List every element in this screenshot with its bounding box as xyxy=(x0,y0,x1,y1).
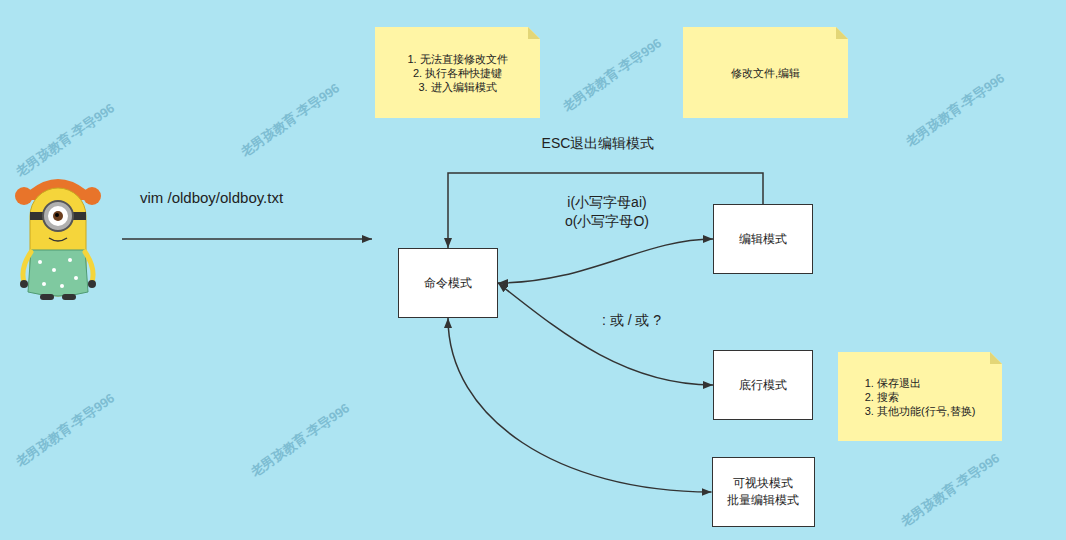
open-file-arrow xyxy=(122,238,372,240)
connector xyxy=(498,283,713,385)
text-group: 底行模式 xyxy=(739,377,787,394)
watermark: 老男孩教育-李导996 xyxy=(897,449,1004,532)
note-text: 1. 保存退出 xyxy=(865,376,921,390)
mode-name: 底行模式 xyxy=(739,377,787,394)
connector xyxy=(498,239,713,283)
mode-name: 编辑模式 xyxy=(739,231,787,248)
note-fold xyxy=(528,27,540,39)
watermark: 老男孩教育-李导996 xyxy=(902,69,1009,152)
watermark: 老男孩教育-李导996 xyxy=(12,99,119,182)
text-group: 1. 保存退出2. 搜索3. 其他功能(行号,替换) xyxy=(865,376,976,418)
note-text: 1. 无法直接修改文件 xyxy=(407,52,507,66)
text-group: 1. 无法直接修改文件2. 执行各种快捷键3. 进入编辑模式 xyxy=(407,52,507,94)
note-text: 修改文件,编辑 xyxy=(731,66,800,80)
note-paper xyxy=(838,352,1002,441)
minion-figure xyxy=(15,179,101,300)
watermark: 老男孩教育-李导996 xyxy=(237,79,344,162)
note-fold xyxy=(990,352,1002,364)
edge-label: i(小写字母ai) o(小写字母O) xyxy=(530,193,684,231)
note-paper xyxy=(375,27,540,118)
connector xyxy=(448,318,712,492)
watermark: 老男孩教育-李导996 xyxy=(247,399,354,482)
watermark: 老男孩教育-李导996 xyxy=(559,34,666,117)
note-paper xyxy=(683,27,848,118)
mode-name: 可视块模式 批量编辑模式 xyxy=(721,475,805,509)
text-group: 修改文件,编辑 xyxy=(731,66,800,80)
sticky-note-shape xyxy=(838,352,1002,441)
note-fold xyxy=(836,27,848,39)
note-text: 2. 搜索 xyxy=(865,390,899,404)
watermark: 老男孩教育-李导996 xyxy=(12,389,119,472)
note-text: 3. 其他功能(行号,替换) xyxy=(865,404,976,418)
mode-box: 命令模式 xyxy=(398,248,498,318)
sticky-note: 修改文件,编辑 xyxy=(683,27,848,118)
mode-box: 编辑模式 xyxy=(713,204,813,274)
text-group: 命令模式 xyxy=(424,275,472,292)
mode-name: 命令模式 xyxy=(424,275,472,292)
mode-box: 底行模式 xyxy=(713,350,813,420)
mode-box: 可视块模式 批量编辑模式 xyxy=(712,457,815,527)
sticky-note: 1. 无法直接修改文件2. 执行各种快捷键3. 进入编辑模式 xyxy=(375,27,540,118)
sticky-note: 1. 保存退出2. 搜索3. 其他功能(行号,替换) xyxy=(838,352,1002,441)
text-group: 可视块模式 批量编辑模式 xyxy=(721,475,805,509)
text-group: 编辑模式 xyxy=(739,231,787,248)
edge-label: : 或 / 或 ? xyxy=(600,311,663,330)
note-text: 2. 执行各种快捷键 xyxy=(413,66,502,80)
edge-label: ESC退出编辑模式 xyxy=(540,134,657,153)
command-text: vim /oldboy/oldboy.txt xyxy=(140,188,283,207)
note-text: 3. 进入编辑模式 xyxy=(418,80,496,94)
